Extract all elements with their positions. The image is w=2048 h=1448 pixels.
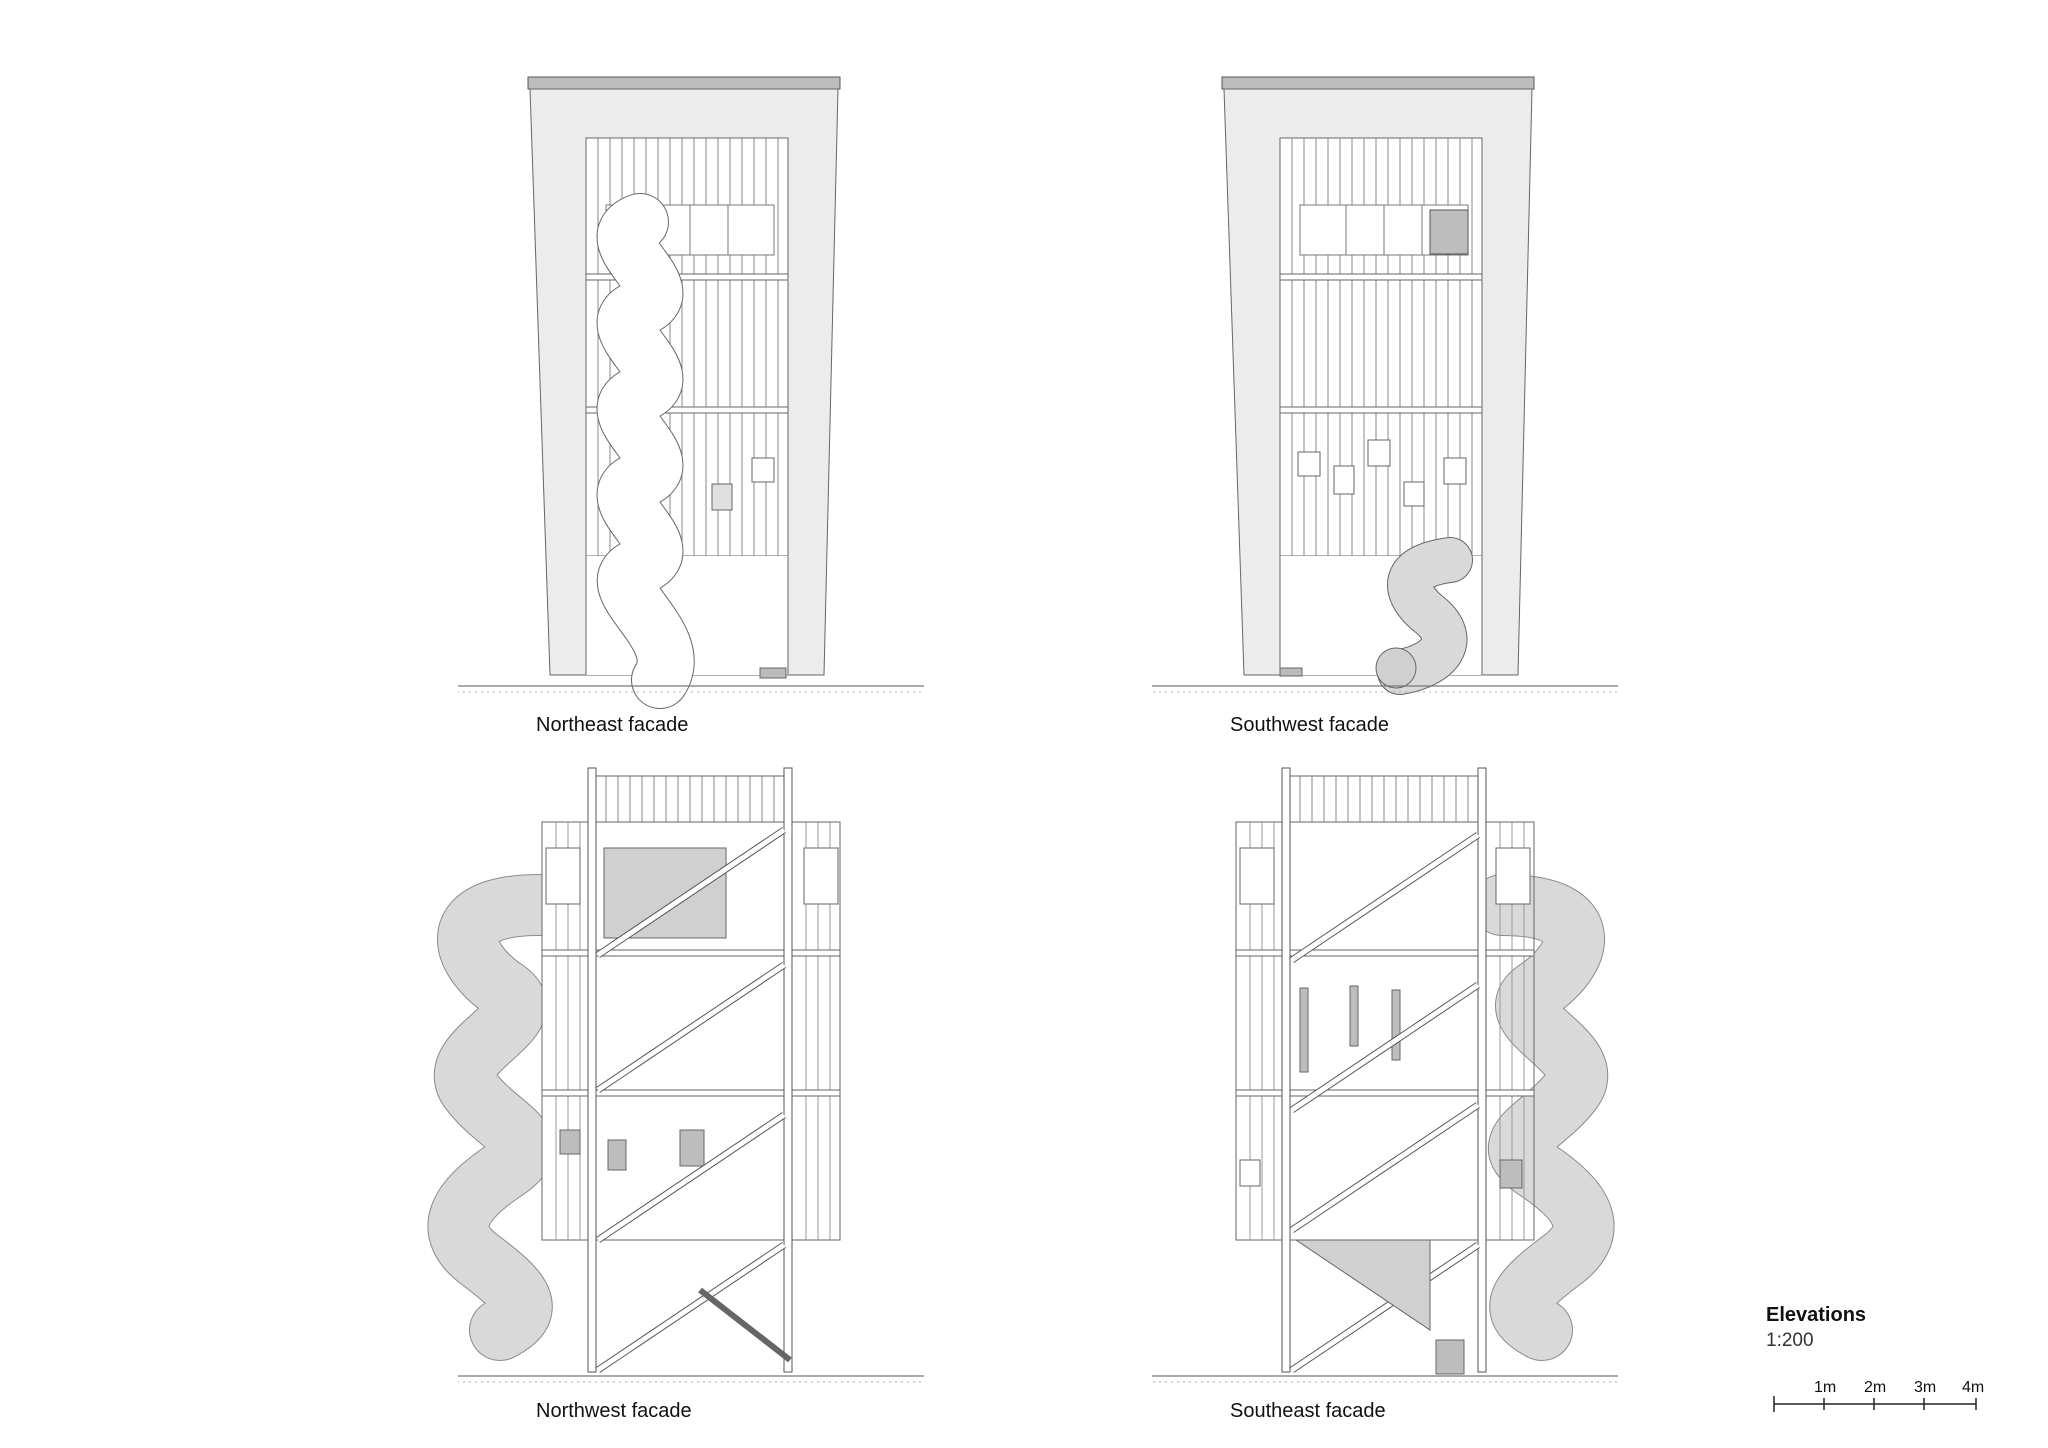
northeast-caption: Northeast facade [536, 714, 689, 736]
southeast-elevation [1152, 767, 1618, 1386]
scale-tick-label: 2m [1864, 1379, 1887, 1396]
southwest-elevation [1152, 76, 1618, 696]
southwest-caption: Southwest facade [1230, 714, 1389, 736]
northwest-elevation [427, 767, 924, 1386]
scale-tick-label: 3m [1914, 1379, 1937, 1396]
scale-tick-label: 4m [1962, 1379, 1985, 1396]
scale-tick-label: 1m [1814, 1379, 1837, 1396]
northeast-elevation [458, 76, 924, 709]
northwest-caption: Northwest facade [536, 1400, 692, 1422]
scale-bar [1773, 1396, 1977, 1412]
legend-title: Elevations [1766, 1304, 1867, 1326]
southeast-caption: Southeast facade [1230, 1400, 1386, 1422]
legend-scale: 1:200 [1766, 1330, 1814, 1351]
